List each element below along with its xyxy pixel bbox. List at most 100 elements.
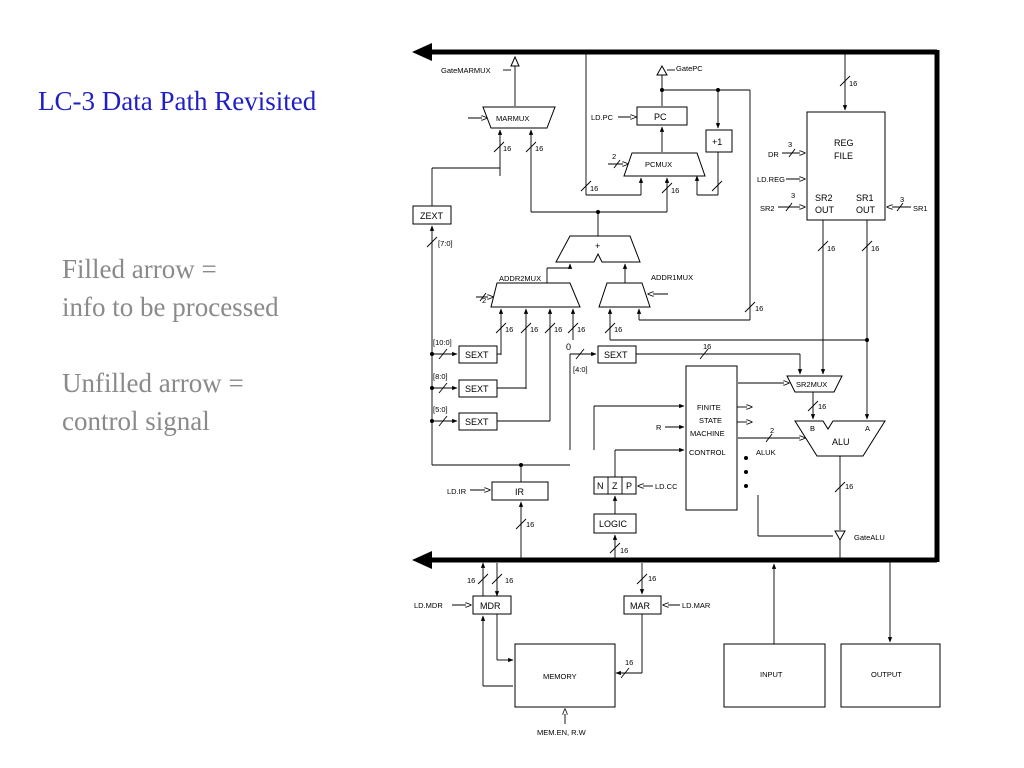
svg-text:16: 16 xyxy=(577,325,585,334)
adder: + xyxy=(555,235,641,263)
svg-text:16: 16 xyxy=(554,325,562,334)
mem-en-label: MEM.EN, R.W xyxy=(537,728,587,737)
sr2mux: SR2MUX xyxy=(738,375,843,393)
svg-text:2: 2 xyxy=(482,296,486,305)
addr1mux: ADDR1MUX xyxy=(598,273,693,308)
r-label: R xyxy=(656,423,662,432)
sext-8-label: SEXT xyxy=(465,384,489,394)
aluk-label: ALUK xyxy=(756,448,776,457)
alu-in-b: B xyxy=(810,424,815,433)
addr2mux-label: ADDR2MUX xyxy=(499,274,541,283)
register-file: REG FILE SR2 OUT SR1 OUT xyxy=(806,111,886,221)
legend-filled-line1: Filled arrow = xyxy=(62,254,217,284)
svg-text:2: 2 xyxy=(612,152,616,161)
svg-text:16: 16 xyxy=(535,144,543,153)
mar-register: MAR LD.MAR xyxy=(623,595,711,615)
zero-label: 0 xyxy=(566,342,571,352)
logic-label: LOGIC xyxy=(599,519,628,529)
plus-one: +1 xyxy=(705,129,733,153)
alu: B A ALU xyxy=(794,420,886,457)
lower-bus xyxy=(412,551,937,569)
ld-mar-label: LD.MAR xyxy=(682,601,711,610)
addr2mux: ADDR2MUX 2 xyxy=(476,274,581,308)
sext-5-label: SEXT xyxy=(465,417,489,427)
addr1mux-label: ADDR1MUX xyxy=(651,273,693,282)
svg-text:16: 16 xyxy=(505,325,513,334)
legend-unfilled-line2: control signal xyxy=(62,406,210,436)
svg-text:16: 16 xyxy=(590,184,598,193)
pcmux-label: PCMUX xyxy=(645,160,672,169)
regfile-label-1: REG xyxy=(834,138,854,148)
pc-label: PC xyxy=(654,112,667,122)
svg-text:16: 16 xyxy=(648,574,656,583)
pc-register: PC LD.PC xyxy=(591,106,688,126)
sext-10-label: SEXT xyxy=(465,350,489,360)
sr1-label: SR1 xyxy=(913,204,928,213)
svg-text:2: 2 xyxy=(770,426,774,435)
mdr-label: MDR xyxy=(480,601,501,611)
sext-8-0: SEXT [8:0] xyxy=(433,372,498,398)
fsm-label-2: STATE xyxy=(699,416,722,425)
nzp-register: N Z P LD.CC xyxy=(593,476,678,495)
legend-unfilled-line1: Unfilled arrow = xyxy=(62,368,244,398)
sr2out-label-2: OUT xyxy=(815,205,835,215)
marmux: MARMUX xyxy=(468,106,556,129)
slide-title: LC-3 Data Path Revisited xyxy=(38,86,317,116)
ld-cc-label: LD.CC xyxy=(655,482,678,491)
dr-label: DR xyxy=(768,150,779,159)
alu-in-a: A xyxy=(865,424,870,433)
plus-one-label: +1 xyxy=(712,137,722,147)
memory-label: MEMORY xyxy=(543,672,577,681)
svg-text:16: 16 xyxy=(505,576,513,585)
svg-text:16: 16 xyxy=(818,402,826,411)
pcmux: PCMUX 2 xyxy=(608,152,706,177)
ir-register: IR LD.IR xyxy=(447,481,549,501)
gate-pc-label: GatePC xyxy=(676,64,703,73)
ld-pc-label: LD.PC xyxy=(591,113,614,122)
svg-text:3: 3 xyxy=(791,191,795,200)
logic-block: LOGIC xyxy=(593,513,637,534)
zext-label: ZEXT xyxy=(420,211,444,221)
svg-text:3: 3 xyxy=(788,140,792,149)
sr2-label: SR2 xyxy=(760,204,775,213)
svg-text:16: 16 xyxy=(503,144,511,153)
svg-text:16: 16 xyxy=(530,325,538,334)
svg-text:16: 16 xyxy=(671,186,679,195)
svg-text:16: 16 xyxy=(827,244,835,253)
sr1out-label-1: SR1 xyxy=(856,193,874,203)
fsm-label-1: FINITE xyxy=(697,403,721,412)
svg-text:16: 16 xyxy=(871,244,879,253)
ld-reg-label: LD.REG xyxy=(757,175,785,184)
sext-4-label: SEXT xyxy=(604,350,628,360)
svg-text:16: 16 xyxy=(526,520,534,529)
zext: ZEXT xyxy=(412,205,452,225)
finite-state-machine: FINITE STATE MACHINE CONTROL xyxy=(685,365,738,511)
mar-label: MAR xyxy=(630,601,651,611)
sext-5-0: SEXT [5:0] xyxy=(433,405,498,431)
legend-filled-line2: info to be processed xyxy=(62,292,279,322)
mdr-register: MDR LD.MDR xyxy=(414,595,512,615)
p-flag: P xyxy=(626,481,632,491)
svg-text:[8:0]: [8:0] xyxy=(433,372,448,381)
svg-text:16: 16 xyxy=(849,79,857,88)
alu-label: ALU xyxy=(832,437,850,447)
ld-ir-label: LD.IR xyxy=(447,487,467,496)
svg-text:[4:0]: [4:0] xyxy=(573,365,588,374)
sext-4-0: SEXT [4:0] xyxy=(573,345,637,374)
svg-text:16: 16 xyxy=(845,482,853,491)
sr1out-label-2: OUT xyxy=(856,205,876,215)
regfile-label-2: FILE xyxy=(834,151,853,161)
svg-text:16: 16 xyxy=(467,576,475,585)
svg-text:16: 16 xyxy=(614,325,622,334)
adder-label: + xyxy=(595,241,600,251)
sr2mux-label: SR2MUX xyxy=(796,380,827,389)
marmux-label: MARMUX xyxy=(496,114,529,123)
gate-marmux: GateMARMUX xyxy=(441,55,520,106)
svg-text:16: 16 xyxy=(703,342,711,351)
ir-label: IR xyxy=(515,487,525,497)
gate-alu-label: GateALU xyxy=(854,533,885,542)
fsm-label-3: MACHINE xyxy=(690,429,725,438)
upper-bus xyxy=(412,43,937,61)
svg-text:3: 3 xyxy=(900,195,904,204)
